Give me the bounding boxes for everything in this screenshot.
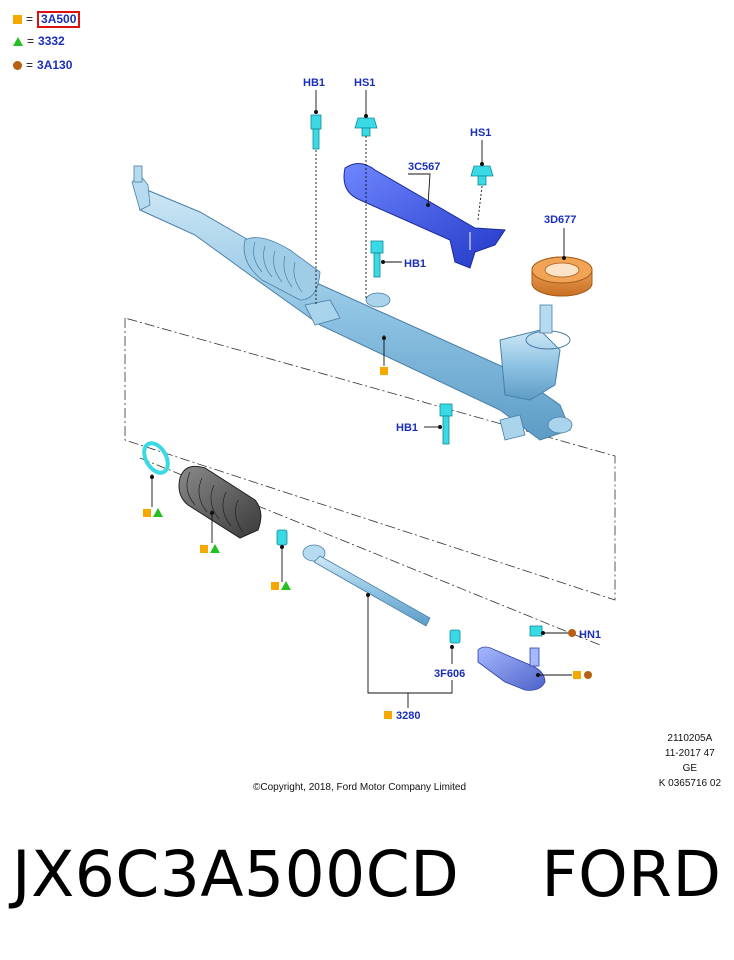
rack-boot-bellows[interactable] xyxy=(178,465,262,539)
brown-circle-icon xyxy=(13,60,22,70)
label-3f606[interactable]: 3F606 xyxy=(434,668,465,680)
green-triangle-icon xyxy=(153,508,163,517)
copyright-text: ©Copyright, 2018, Ford Motor Company Lim… xyxy=(253,782,467,793)
bolt-hb1-mid[interactable] xyxy=(370,240,384,278)
legend-row-3a130: = 3A130 xyxy=(13,57,72,73)
symbol-markers xyxy=(143,367,592,719)
nut-hn1[interactable] xyxy=(529,625,543,637)
steering-rack-housing[interactable] xyxy=(131,165,573,441)
label-3d677[interactable]: 3D677 xyxy=(544,214,576,226)
orange-square-icon xyxy=(143,509,151,517)
orange-square-icon xyxy=(271,582,279,590)
legend-equals: = xyxy=(26,58,34,72)
bolt-hb1-top[interactable] xyxy=(310,114,322,150)
label-hn1[interactable]: HN1 xyxy=(579,629,601,641)
legend-row-3332: = 3332 xyxy=(13,33,65,49)
inner-tie-rod-3280[interactable] xyxy=(302,544,431,627)
label-hb1-low[interactable]: HB1 xyxy=(396,422,418,434)
leader-lines xyxy=(151,90,572,708)
doc-info-line: 11-2017 47 xyxy=(664,748,715,759)
brown-circle-icon xyxy=(568,629,576,637)
green-triangle-icon xyxy=(281,581,291,590)
label-3280[interactable]: 3280 xyxy=(396,710,420,722)
legend-code-3332[interactable]: 3332 xyxy=(38,34,65,48)
seal-3d677[interactable] xyxy=(531,256,593,297)
bolt-hb1-low[interactable] xyxy=(439,403,453,445)
label-hb1-mid[interactable]: HB1 xyxy=(404,258,426,270)
legend-row-3a500: = 3A500 xyxy=(13,10,81,28)
label-3c567[interactable]: 3C567 xyxy=(408,161,440,173)
label-hs1-right[interactable]: HS1 xyxy=(470,127,491,139)
bolt-hs1-right[interactable] xyxy=(470,165,494,186)
boot-clamp-ring[interactable] xyxy=(139,439,172,477)
legend-equals: = xyxy=(27,34,35,48)
doc-info-line: GE xyxy=(682,763,698,774)
orange-square-icon xyxy=(200,545,208,553)
orange-square-icon xyxy=(13,14,22,24)
label-hs1-top[interactable]: HS1 xyxy=(354,77,375,89)
orange-square-icon xyxy=(573,671,581,679)
orange-square-icon xyxy=(384,711,392,719)
doc-info-line: K 0365716 02 xyxy=(658,778,721,789)
doc-info-line: 2110205A xyxy=(667,733,713,744)
clip-3332[interactable] xyxy=(276,529,288,546)
exploded-view-frame xyxy=(124,317,616,646)
orange-square-icon xyxy=(380,367,388,375)
clip-3f606[interactable] xyxy=(449,629,461,644)
green-triangle-icon xyxy=(13,36,23,46)
part-number-heading: JX6C3A500CD FORD xyxy=(12,838,722,911)
green-triangle-icon xyxy=(210,544,220,553)
legend-code-3a500[interactable]: 3A500 xyxy=(37,10,81,28)
label-hb1-top[interactable]: HB1 xyxy=(303,77,325,89)
leader-dots xyxy=(150,110,566,677)
document-info: 2110205A 11-2017 47 GE K 0365716 02 xyxy=(659,731,721,791)
legend-equals: = xyxy=(26,12,34,26)
brown-circle-icon xyxy=(584,671,592,679)
tie-rod-end[interactable] xyxy=(477,646,546,691)
bolt-hs1-top[interactable] xyxy=(354,117,378,137)
heat-shield-3c567[interactable] xyxy=(343,163,506,269)
legend-code-3a130[interactable]: 3A130 xyxy=(37,58,73,72)
